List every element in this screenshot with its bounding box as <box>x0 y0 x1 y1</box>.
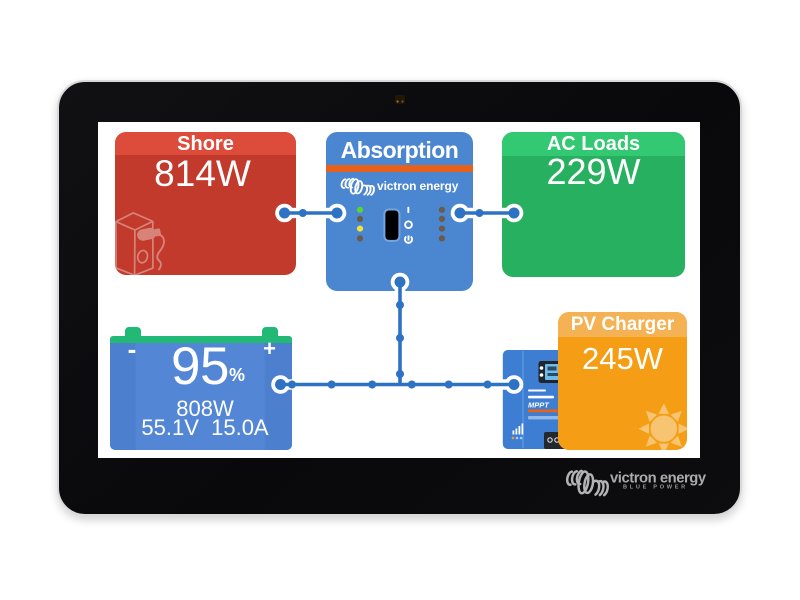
svg-text:MPPT: MPPT <box>528 401 550 410</box>
svg-text:victron energy: victron energy <box>377 179 459 193</box>
